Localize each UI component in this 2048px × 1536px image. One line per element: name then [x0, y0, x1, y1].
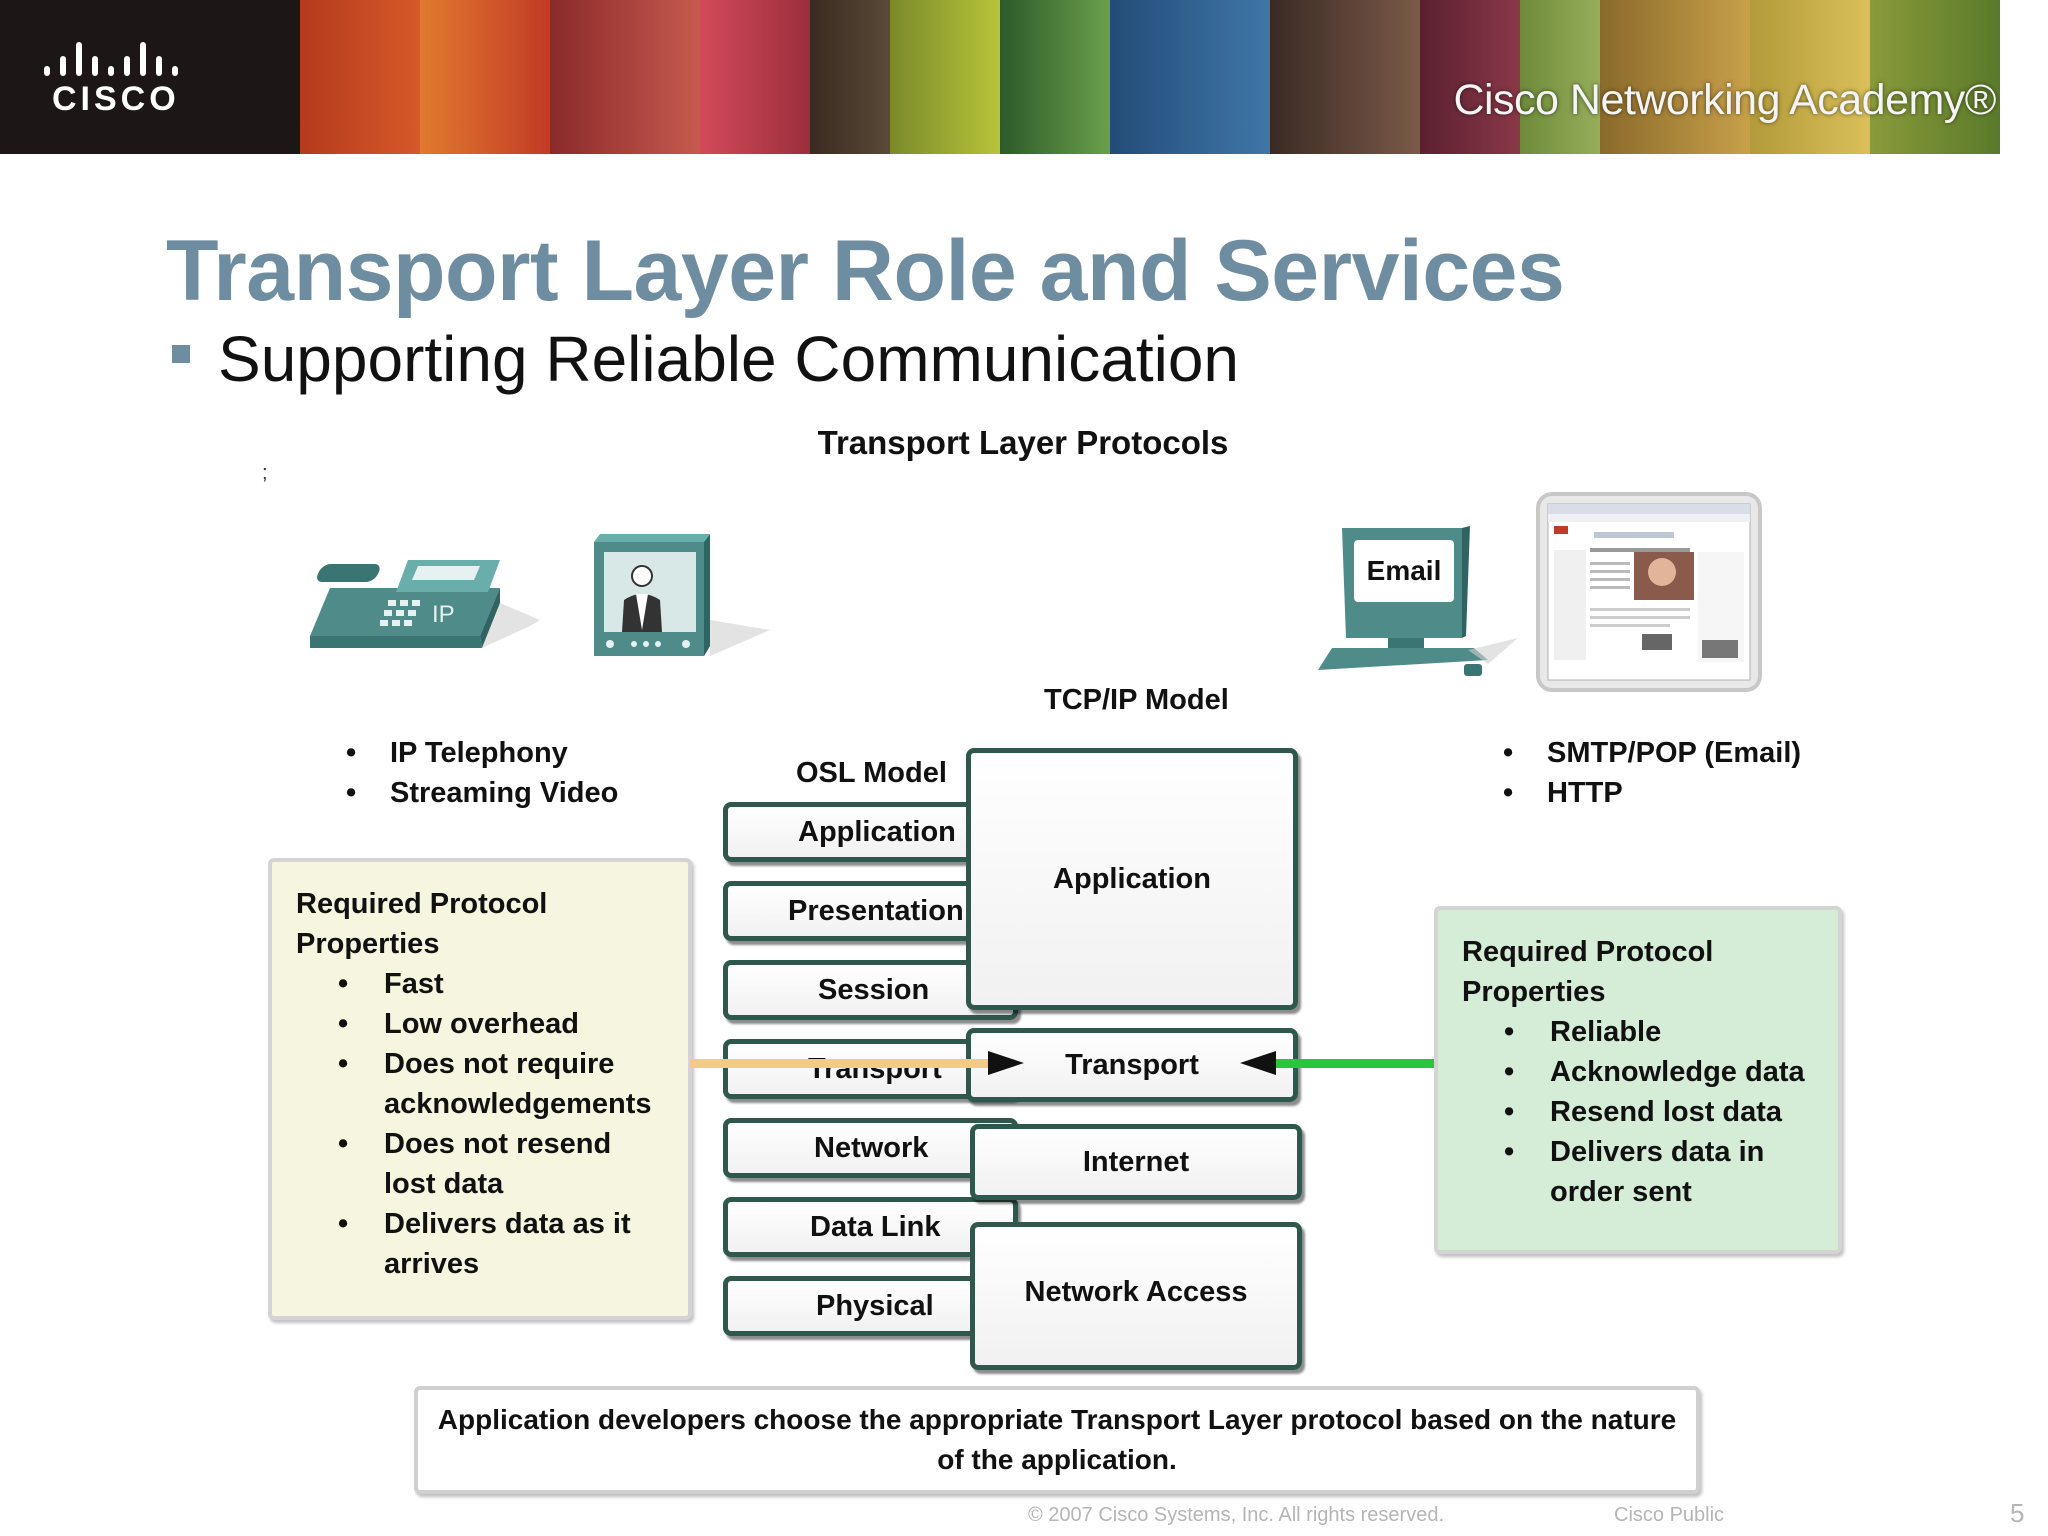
- list-item: Delivers data in order sent: [1462, 1132, 1814, 1212]
- udp-application-list: IP Telephony Streaming Video: [346, 733, 618, 813]
- email-label: Email: [1367, 555, 1442, 586]
- caption-box: Application developers choose the approp…: [414, 1386, 1700, 1494]
- slide-subtitle: Supporting Reliable Communication: [218, 323, 1239, 395]
- copyright-notice: © 2007 Cisco Systems, Inc. All rights re…: [1028, 1504, 1445, 1526]
- list-item: SMTP/POP (Email): [1503, 733, 1801, 773]
- osi-layer-data-link: Data Link: [723, 1197, 1018, 1257]
- list-item: Acknowledge data: [1462, 1052, 1814, 1092]
- list-item: Delivers data as it arrives: [296, 1204, 664, 1284]
- udp-properties-header: Required Protocol: [296, 888, 548, 920]
- list-item: Fast: [296, 964, 664, 1004]
- ip-phone-label: IP: [432, 601, 455, 628]
- udp-arrowhead-icon: [988, 1051, 1024, 1075]
- tcp-arrow: [1262, 1059, 1434, 1068]
- udp-properties-header: Properties: [296, 928, 440, 960]
- tcpip-layer-internet: Internet: [970, 1124, 1302, 1200]
- cisco-logo-text: CISCO: [52, 80, 180, 118]
- academy-name: Cisco Networking Academy®: [1453, 76, 1996, 124]
- bullet-square-icon: [172, 345, 190, 363]
- classification-label: Cisco Public: [1614, 1504, 1725, 1526]
- video-monitor-icon: [594, 534, 770, 656]
- caption-text: Application developers choose the approp…: [437, 1404, 1677, 1475]
- tcpip-model-label: TCP/IP Model: [1044, 684, 1229, 716]
- udp-arrow: [690, 1059, 996, 1068]
- list-item: Reliable: [1462, 1012, 1814, 1052]
- tcp-application-list: SMTP/POP (Email) HTTP: [1503, 733, 1801, 813]
- list-item: IP Telephony: [346, 733, 618, 773]
- tcp-properties-box: Required Protocol Properties Reliable Ac…: [1434, 906, 1842, 1254]
- list-item: Low overhead: [296, 1004, 664, 1044]
- tcpip-layer-application: Application: [966, 748, 1298, 1010]
- stray-mark: ;: [262, 462, 268, 484]
- tcpip-layer-network-access: Network Access: [970, 1222, 1302, 1370]
- slide-title: Transport Layer Role and Services: [166, 223, 1565, 319]
- figure-title-text: Transport Layer Protocols: [817, 424, 1229, 461]
- tcp-properties-header: Required Protocol: [1462, 936, 1714, 968]
- list-item: Does not resend lost data: [296, 1124, 664, 1204]
- osi-model-label: OSL Model: [796, 757, 947, 789]
- email-computer-icon: Email: [1318, 526, 1518, 676]
- web-browser-icon: [1536, 492, 1762, 692]
- figure-title: Transport Layer Protocols: [0, 424, 2048, 462]
- page-number: 5: [2010, 1498, 2025, 1528]
- list-item: Resend lost data: [1462, 1092, 1814, 1132]
- tcp-properties-header: Properties: [1462, 976, 1606, 1008]
- list-item: HTTP: [1503, 773, 1801, 813]
- udp-properties-box: Required Protocol Properties Fast Low ov…: [268, 858, 692, 1320]
- tcp-arrowhead-icon: [1240, 1051, 1276, 1075]
- header-banner: CISCO Cisco Networking Academy®: [0, 0, 2048, 154]
- ip-phone-icon: IP: [310, 560, 540, 648]
- cisco-logo: CISCO: [30, 36, 210, 126]
- osi-layer-physical: Physical: [723, 1276, 1018, 1336]
- list-item: Streaming Video: [346, 773, 618, 813]
- list-item: Does not require acknowledgements: [296, 1044, 664, 1124]
